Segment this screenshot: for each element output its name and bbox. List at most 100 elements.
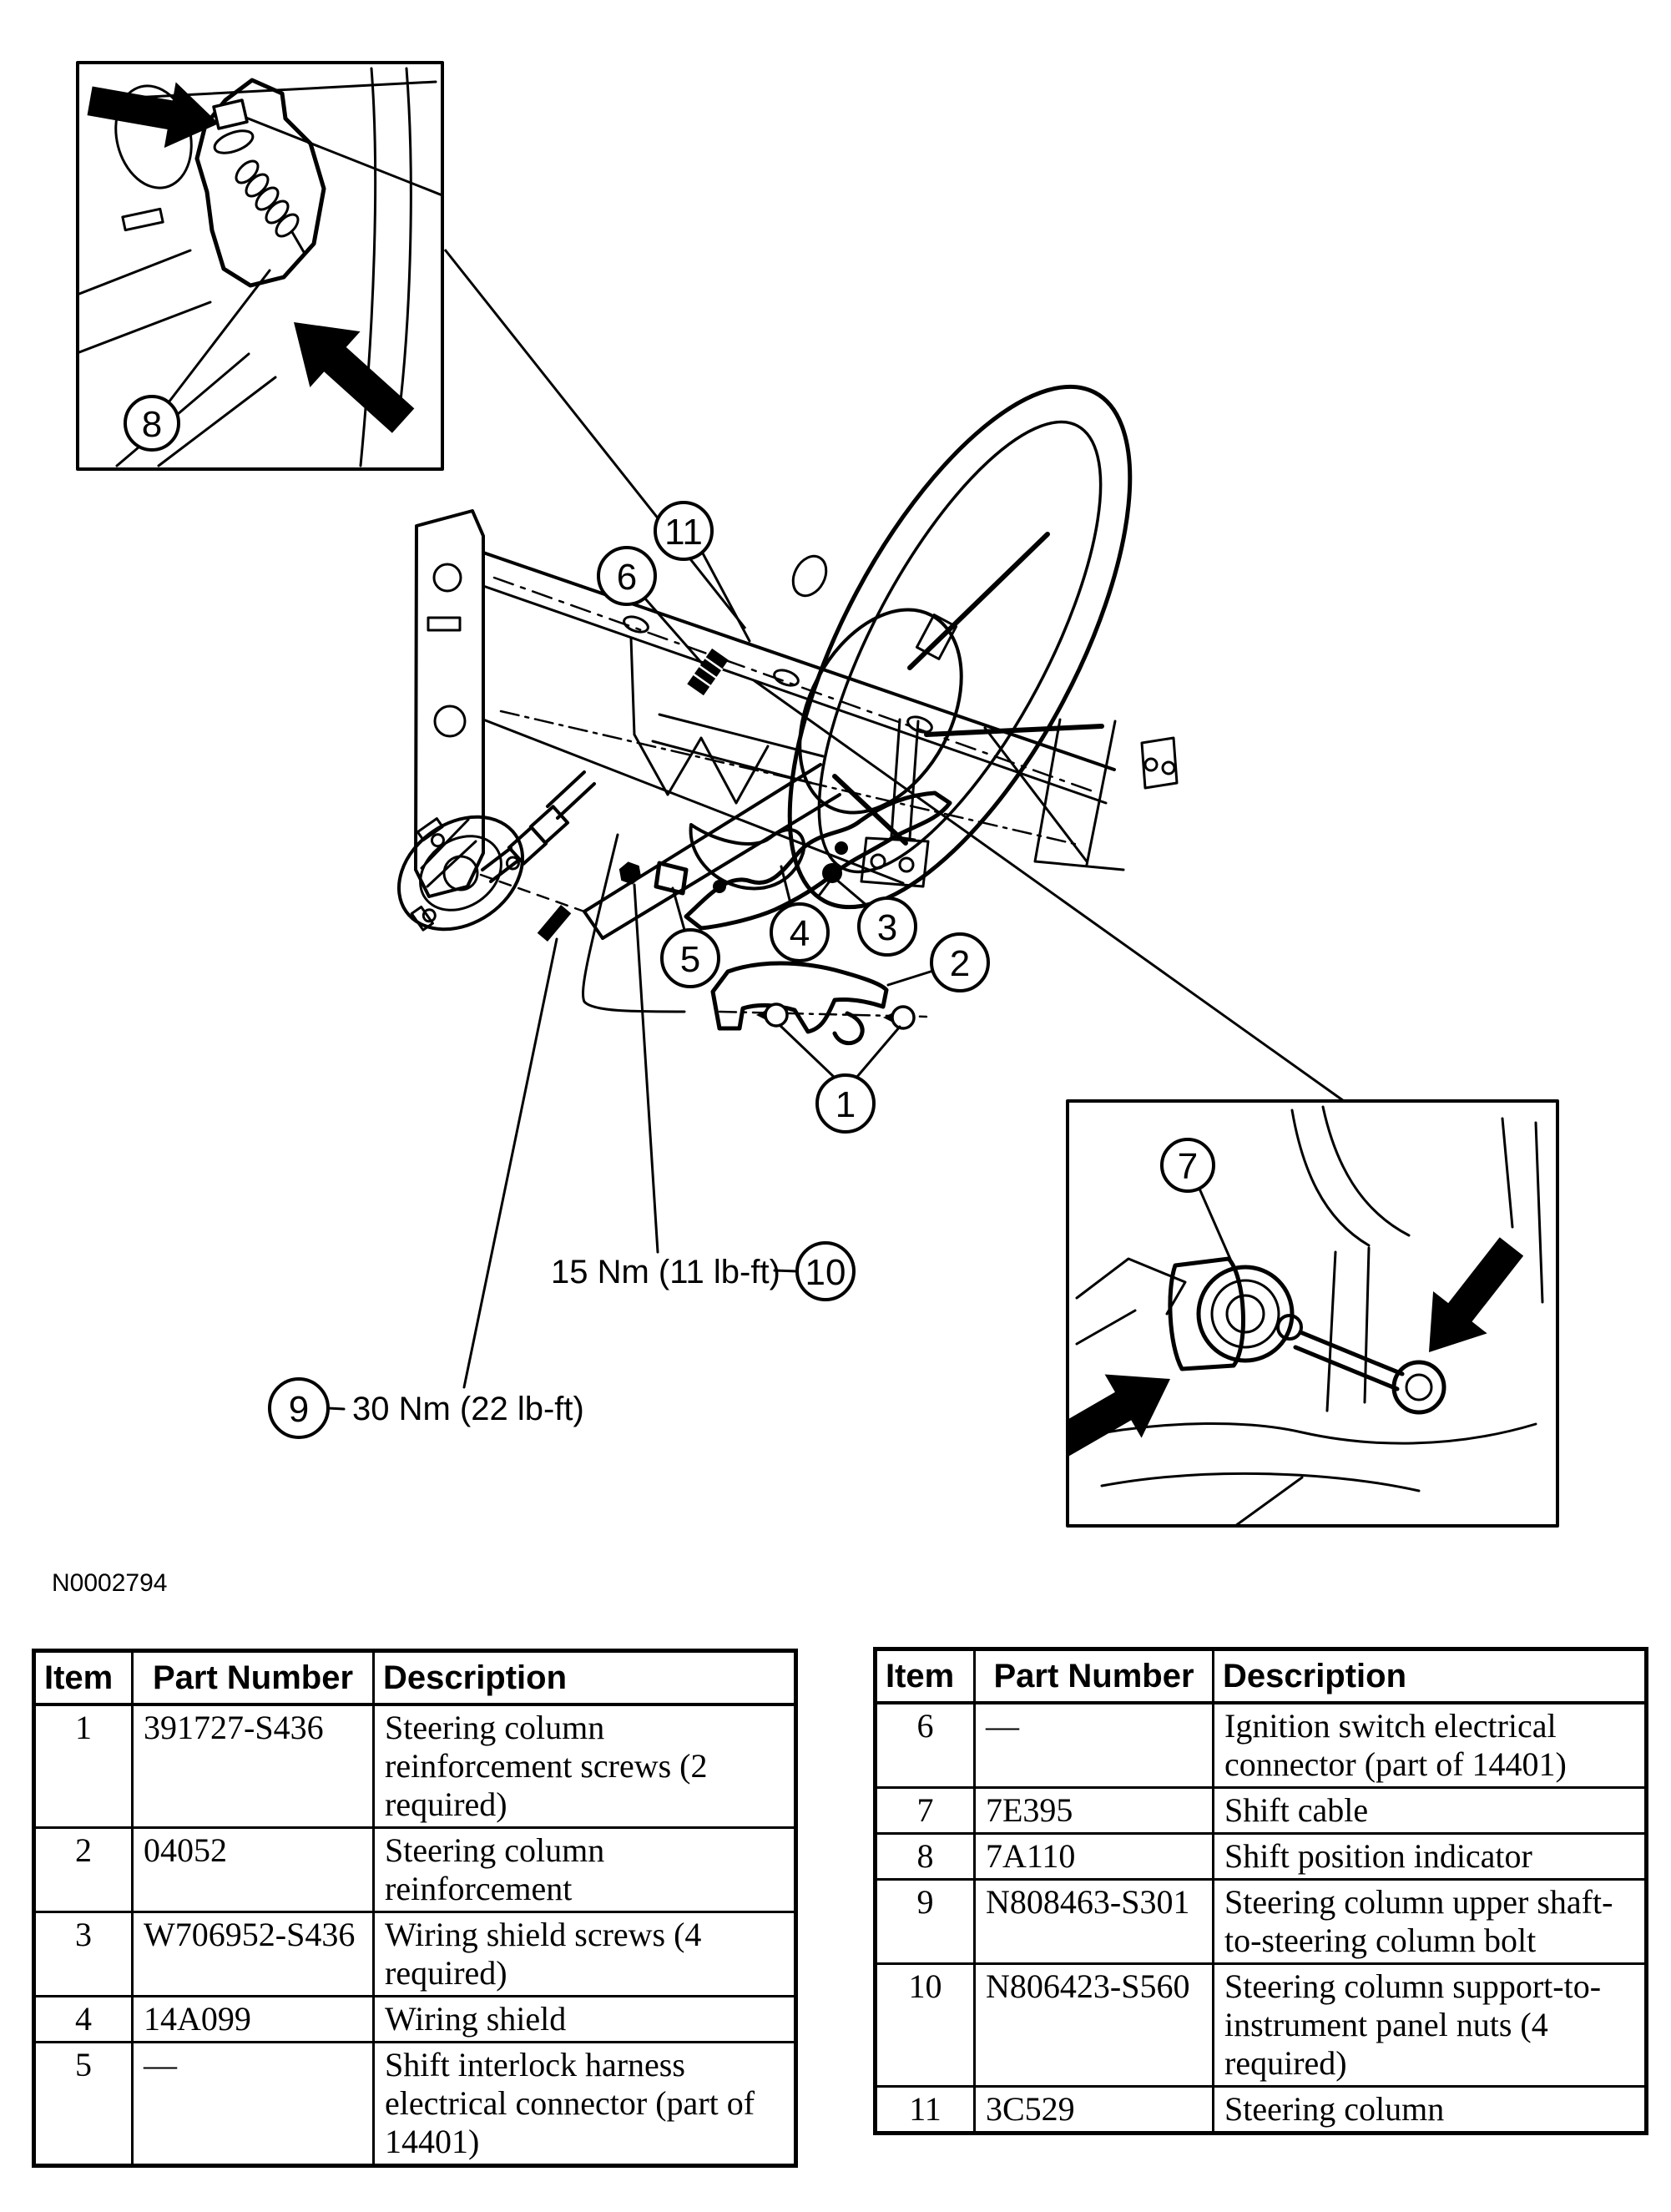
svg-text:7: 7 <box>1178 1146 1198 1187</box>
instrument-panel-beam <box>414 509 1179 898</box>
col-header-item: Item <box>874 1648 976 1704</box>
inset-8-link-line <box>443 249 747 629</box>
svg-text:5: 5 <box>680 939 700 980</box>
torque-label-item-9: 30 Nm (22 lb-ft) <box>352 1391 584 1427</box>
parts-table-items-6-11: Item Part Number Description 6 — Ignitio… <box>873 1647 1648 2135</box>
item-cell: 2 <box>33 1826 134 1913</box>
description-cell: Steering column support-to-instrument pa… <box>1212 1962 1648 2088</box>
table-row: 11 3C529 Steering column <box>874 2085 1648 2134</box>
table-header-row: Item Part Number Description <box>33 1649 797 1706</box>
callout-10: 10 <box>795 1241 856 1301</box>
part-number-cell: — <box>973 1701 1214 1789</box>
callout-4: 4 <box>770 902 830 962</box>
col-header-item: Item <box>33 1649 134 1706</box>
table-row: 5 — Shift interlock harness electrical c… <box>33 2041 797 2167</box>
wheel-spoke <box>924 724 1104 737</box>
part-number-cell: 7A110 <box>973 1832 1214 1881</box>
support-nut <box>618 861 642 885</box>
item-cell: 7 <box>874 1786 976 1835</box>
boot-seal-plate <box>396 815 525 932</box>
pointer-arrow-icon <box>1401 1225 1539 1374</box>
part-number-cell: 14A099 <box>131 1995 375 2043</box>
item-cell: 9 <box>874 1878 976 1965</box>
item-cell: 10 <box>874 1962 976 2088</box>
column-reinforcement <box>710 961 928 1046</box>
inset-7-frame <box>1066 1099 1559 1528</box>
description-cell: Ignition switch electrical connector (pa… <box>1212 1701 1648 1789</box>
parts-table-items-1-5: Item Part Number Description 1 391727-S4… <box>32 1649 798 2168</box>
table-header-row: Item Part Number Description <box>874 1648 1648 1704</box>
description-cell: Shift interlock harness electrical conne… <box>372 2041 797 2167</box>
callout-7-leader <box>1198 1187 1237 1272</box>
description-cell: Shift position indicator <box>1212 1832 1648 1881</box>
item-cell: 4 <box>33 1995 134 2043</box>
steering-column <box>537 648 841 1013</box>
part-number-cell: 7E395 <box>973 1786 1214 1835</box>
part-number-cell: 3C529 <box>973 2085 1214 2134</box>
table-row: 4 14A099 Wiring shield <box>33 1995 797 2043</box>
callout-8: 8 <box>124 395 180 452</box>
inset-8-frame <box>76 61 444 471</box>
svg-text:2: 2 <box>950 943 970 984</box>
callout-7: 7 <box>1160 1138 1215 1193</box>
col-header-part-number: Part Number <box>973 1648 1214 1704</box>
main-diagram <box>326 384 1179 1411</box>
col-header-part-number: Part Number <box>131 1649 375 1706</box>
callout-6: 6 <box>597 546 657 606</box>
part-number-cell: N806423-S560 <box>973 1962 1214 2088</box>
callout-5: 5 <box>660 928 720 988</box>
upper-shaft-bolt <box>537 905 572 942</box>
description-cell: Steering column reinforcement screws (2 … <box>372 1703 797 1829</box>
callout-1: 1 <box>815 1073 876 1134</box>
table-row: 6 — Ignition switch electrical connector… <box>874 1701 1648 1789</box>
callout-leaders <box>326 550 935 1411</box>
reinforcement-screw <box>756 1002 789 1028</box>
table-row: 3 W706952-S436 Wiring shield screws (4 r… <box>33 1911 797 1997</box>
reinforcement-screw <box>883 1005 916 1030</box>
svg-text:1: 1 <box>836 1084 856 1125</box>
description-cell: Wiring shield <box>372 1995 797 2043</box>
callout-9: 9 <box>268 1377 330 1439</box>
part-number-cell: — <box>131 2041 375 2167</box>
table-row: 8 7A110 Shift position indicator <box>874 1832 1648 1881</box>
wheel-spoke <box>832 774 908 846</box>
svg-text:8: 8 <box>142 404 162 445</box>
svg-text:6: 6 <box>617 557 637 598</box>
callout-11: 11 <box>654 501 714 561</box>
steering-wheel-hub <box>798 608 963 815</box>
table-row: 7 7E395 Shift cable <box>874 1786 1648 1835</box>
item-cell: 5 <box>33 2041 134 2167</box>
inset-detail-7 <box>1066 1099 1559 1528</box>
wiring-shield <box>618 790 952 931</box>
item-cell: 3 <box>33 1911 134 1997</box>
description-cell: Wiring shield screws (4 required) <box>372 1911 797 1997</box>
description-cell: Steering column upper shaft-to-steering … <box>1212 1878 1648 1965</box>
shift-interlock-connector <box>654 861 689 896</box>
item-cell: 8 <box>874 1832 976 1881</box>
part-number-cell: 391727-S436 <box>131 1703 375 1829</box>
indicator-cable-spring <box>235 159 305 254</box>
item-cell: 6 <box>874 1701 976 1789</box>
description-cell: Steering column <box>1212 2085 1648 2134</box>
svg-text:10: 10 <box>805 1252 846 1293</box>
table-row: 9 N808463-S301 Steering column upper sha… <box>874 1878 1648 1965</box>
table-row: 1 391727-S436 Steering column reinforcem… <box>33 1703 797 1829</box>
torque-label-item-10: 15 Nm (11 lb-ft) <box>551 1254 780 1290</box>
part-number-cell: W706952-S436 <box>131 1911 375 1997</box>
svg-text:11: 11 <box>664 512 703 553</box>
wheel-spoke <box>907 532 1050 670</box>
intermediate-shaft <box>396 770 596 932</box>
table-row: 2 04052 Steering column reinforcement <box>33 1826 797 1913</box>
shift-cable <box>1168 1256 1446 1415</box>
svg-text:3: 3 <box>877 907 897 948</box>
col-header-description: Description <box>1212 1648 1648 1704</box>
table-row: 10 N806423-S560 Steering column support-… <box>874 1962 1648 2088</box>
shift-position-indicator <box>194 78 326 288</box>
description-cell: Shift cable <box>1212 1786 1648 1835</box>
part-number-cell: 04052 <box>131 1826 375 1913</box>
svg-text:9: 9 <box>289 1389 309 1430</box>
item-cell: 11 <box>874 2085 976 2134</box>
item-cell: 1 <box>33 1703 134 1829</box>
